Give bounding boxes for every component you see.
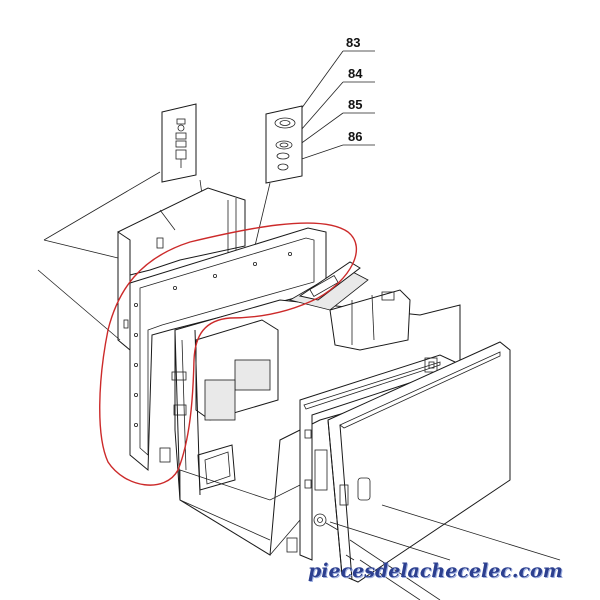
inner-side-wall bbox=[299, 354, 456, 561]
callout-83[interactable]: 83 bbox=[346, 35, 360, 50]
left-leader-lines bbox=[37, 171, 161, 341]
site-watermark: piecesdelachecelec.com bbox=[308, 560, 563, 582]
inset-parts-83-86 bbox=[253, 105, 303, 251]
red-highlight-outline bbox=[99, 222, 358, 486]
side-panel bbox=[129, 227, 327, 472]
callout-85[interactable]: 85 bbox=[348, 97, 362, 112]
callout-86[interactable]: 86 bbox=[348, 129, 362, 144]
side-cover-panel bbox=[327, 341, 511, 583]
bottom-leader-lines bbox=[329, 504, 561, 600]
inset-valve-detail bbox=[161, 103, 211, 253]
callout-84[interactable]: 84 bbox=[348, 66, 363, 81]
